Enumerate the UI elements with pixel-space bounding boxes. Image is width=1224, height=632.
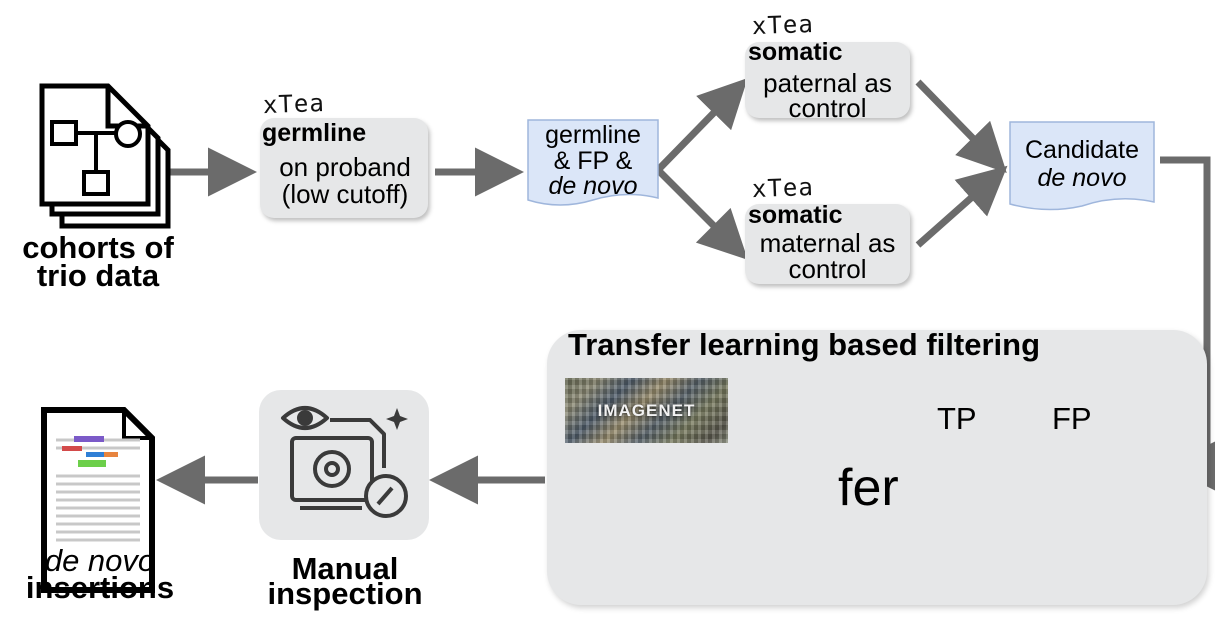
transfer-learning-panel bbox=[547, 330, 1207, 605]
germline-line2: (low cutoff) bbox=[281, 179, 409, 209]
somatic-paternal-box bbox=[745, 42, 910, 118]
germline-line1: on proband bbox=[279, 152, 411, 182]
arrow-doc-to-paternal bbox=[655, 77, 748, 173]
arrow-paternal-to-candidate bbox=[915, 79, 1007, 174]
pedigree-icon bbox=[50, 120, 142, 196]
panel-title: Transfer learning based filtering bbox=[568, 327, 1041, 362]
documents-stack-icon bbox=[39, 83, 171, 229]
germline-tool-name: xTea bbox=[262, 88, 326, 120]
maternal-line1: maternal as bbox=[759, 228, 896, 258]
input-label-line1: cohorts of bbox=[22, 230, 174, 265]
germline-step-box bbox=[260, 118, 428, 218]
tp-label: TP bbox=[937, 401, 977, 436]
fp-label: FP bbox=[1052, 401, 1092, 436]
germline-doc-line1: germline bbox=[545, 121, 641, 149]
manual-label-line1: Manual bbox=[291, 551, 399, 586]
maternal-mode: somatic bbox=[748, 201, 843, 229]
paternal-line2: control bbox=[788, 93, 867, 123]
candidate-line1: Candidate bbox=[1025, 136, 1139, 164]
candidate-line2: de novo bbox=[1037, 164, 1127, 192]
output-label-line2: insertions bbox=[25, 570, 175, 605]
imagenet-image: IMAGENET bbox=[565, 378, 728, 443]
paternal-tool-name: xTea bbox=[751, 9, 815, 41]
paternal-line1: paternal as bbox=[763, 68, 892, 98]
candidate-doc-shape bbox=[1009, 121, 1155, 211]
somatic-maternal-box bbox=[745, 204, 910, 284]
germline-mode: germline bbox=[262, 119, 367, 147]
maternal-tool-name: xTea bbox=[751, 172, 815, 204]
input-label-line2: trio data bbox=[36, 258, 160, 293]
paternal-mode: somatic bbox=[748, 38, 843, 66]
manual-label-line2: inspection bbox=[267, 576, 423, 611]
manual-inspection-icon bbox=[281, 406, 408, 518]
germline-doc-line3: de novo bbox=[548, 172, 638, 200]
xfer-label: fer bbox=[838, 459, 899, 517]
germline-doc-line2: & FP & bbox=[553, 147, 633, 175]
arrow-maternal-to-candidate bbox=[915, 165, 1008, 248]
germline-doc-shape bbox=[527, 119, 659, 206]
maternal-line2: control bbox=[788, 254, 867, 284]
output-label-line1: de novo bbox=[44, 543, 156, 578]
document-reads-icon bbox=[41, 407, 155, 593]
imagenet-label: IMAGENET bbox=[597, 401, 696, 420]
arrow-doc-to-maternal bbox=[655, 167, 748, 260]
manual-inspection-box bbox=[259, 390, 429, 540]
